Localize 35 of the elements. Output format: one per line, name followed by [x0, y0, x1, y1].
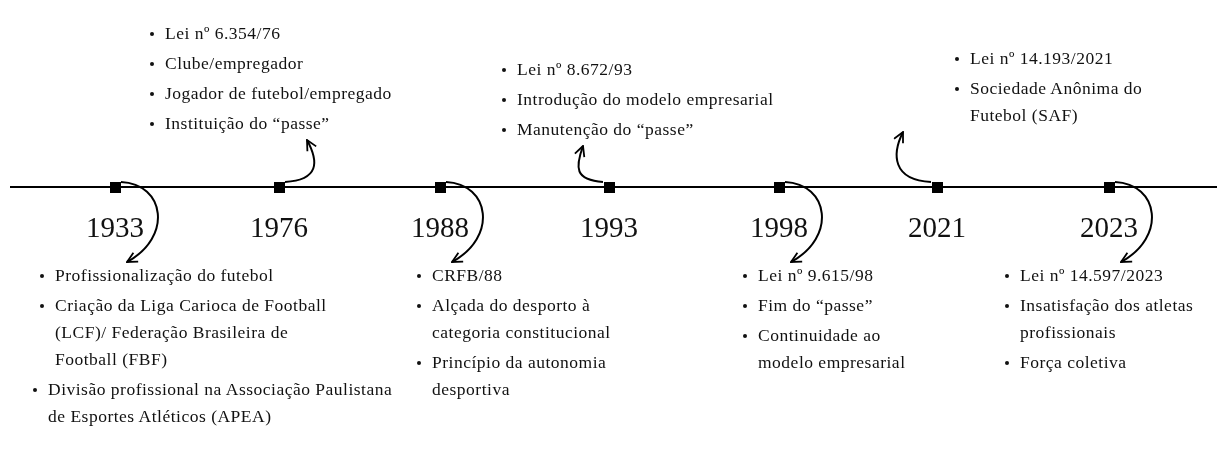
curved-arrow	[120, 181, 159, 263]
bullet-point: Jogador de futebol/empregado	[165, 83, 392, 103]
bullet-point: Lei nº 14.193/2021	[970, 48, 1114, 68]
bullet-point: Instituição do “passe”	[165, 113, 330, 133]
bullet-point: Profissionalização do futebol	[55, 265, 274, 285]
year-label: 1998	[750, 211, 808, 243]
bullet-point: Princípio da autonomia desportiva	[432, 352, 607, 399]
year-label: 1993	[580, 211, 638, 243]
year-label: 1933	[86, 211, 144, 243]
bullet-point: CRFB/88	[432, 265, 503, 285]
bullet-point: Alçada do desporto à categoria constitucional	[432, 295, 611, 342]
curved-arrow	[893, 131, 932, 183]
bullet-point: Lei nº 14.597/2023	[1020, 265, 1164, 285]
bullet-point: Sociedade Anônima do Futebol (SAF)	[970, 78, 1143, 125]
curved-arrow	[1114, 181, 1153, 263]
curved-arrow	[784, 181, 823, 263]
bullet-point: Introdução do modelo empresarial	[517, 89, 774, 109]
bullet-point: Insatisfação dos atletas profissionais	[1020, 295, 1194, 342]
year-label: 2021	[908, 211, 966, 243]
year-label: 1976	[250, 211, 308, 243]
bullet-point: Divisão profissional na Associação Paulistana de Esportes Atléticos (APEA)	[48, 379, 393, 426]
curved-arrow	[445, 181, 484, 263]
bullet-point: Força coletiva	[1020, 352, 1127, 372]
year-label: 2023	[1080, 211, 1138, 243]
curved-arrow	[284, 139, 317, 183]
year-label: 1988	[411, 211, 469, 243]
bullet-point: Lei nº 9.615/98	[758, 265, 874, 285]
bullet-point: Clube/empregador	[165, 53, 304, 73]
bullet-point: Fim do “passe”	[758, 295, 873, 315]
bullet-point: Lei nº 6.354/76	[165, 23, 281, 43]
curved-arrow	[574, 145, 604, 183]
bullet-point: Manutenção do “passe”	[517, 119, 694, 139]
bullet-point: Criação da Liga Carioca de Football (LCF)/ Federação Brasileira de Football (FBF)	[55, 295, 327, 369]
bullet-point: Lei nº 8.672/93	[517, 59, 633, 79]
bullet-point: Continuidade ao modelo empresarial	[758, 325, 906, 372]
